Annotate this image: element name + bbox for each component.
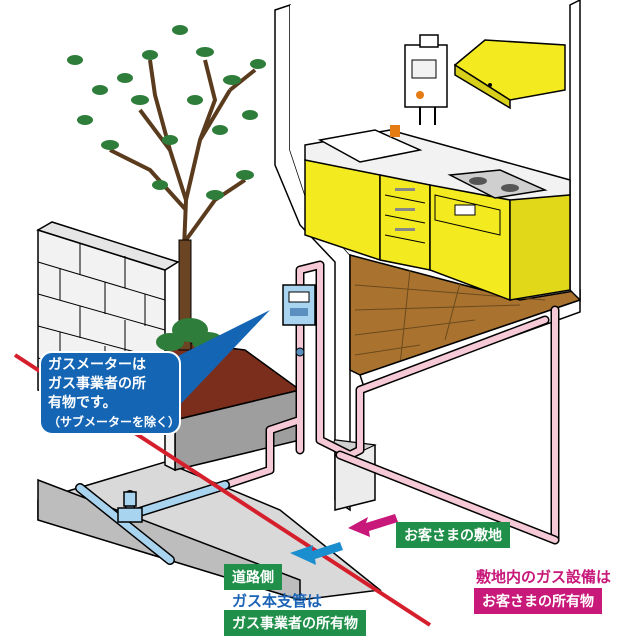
gas-meter (282, 284, 316, 357)
stove-top (447, 169, 548, 199)
callout-line-4: （サブメーターを除く） (48, 415, 181, 429)
customer-premises-tag: お客さまの敷地 (396, 522, 510, 548)
callout-line-3: 有物です。 (48, 395, 117, 411)
callout-line-2: ガス事業者の所 (48, 376, 146, 392)
main-pipe-text: ガス本支管は (232, 592, 323, 610)
callout-line-1: ガスメーターは (48, 357, 146, 373)
kitchen-cabinet (304, 129, 571, 302)
water-heater (390, 34, 448, 137)
customer-gas-pipe (220, 260, 560, 545)
range-hood (453, 39, 566, 110)
callout-box (39, 351, 181, 435)
tree (67, 25, 266, 352)
arrow-to-road (290, 542, 343, 565)
premises-equipment-text: 敷地内のガス設備は (476, 568, 612, 586)
premises-equipment-ownership-tag: お客さまの所有物 (474, 588, 602, 614)
utility-main-pipe (75, 480, 230, 565)
arrow-to-premises (348, 514, 398, 537)
kitchen-right-wall (569, 0, 581, 302)
road-side-tag: 道路側 (224, 564, 282, 590)
main-pipe-ownership-tag: ガス事業者の所有物 (224, 610, 366, 636)
floor-boards (354, 269, 546, 366)
callout-pointer (170, 310, 270, 410)
sink (317, 129, 423, 163)
meter-ownership-callout: ガスメーターは ガス事業者の所 有物です。 （サブメーターを除く） (48, 356, 180, 432)
